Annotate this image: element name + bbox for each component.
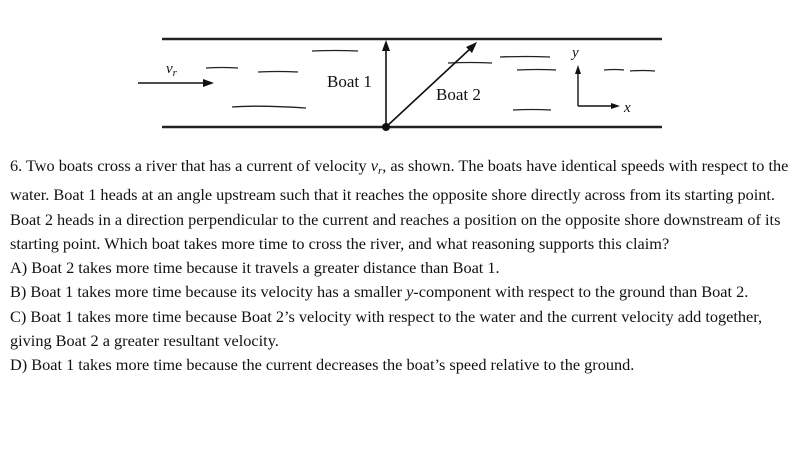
velocity-label: vr: [166, 61, 178, 79]
x-axis-arrowhead: [611, 103, 620, 109]
x-axis-label: x: [623, 100, 631, 116]
option-c[interactable]: C) Boat 1 takes more time because Boat 2…: [10, 306, 763, 351]
stem-text-start: 6. Two boats cross a river that has a cu…: [10, 156, 371, 175]
river-diagram: vr Boat 1 Boat 2 y x: [138, 37, 662, 131]
stem-text-end: , as shown. The boats have identical spe…: [10, 156, 789, 253]
boat2-label: Boat 2: [436, 85, 481, 104]
boat1-label: Boat 1: [327, 72, 372, 91]
current-arrowhead: [203, 79, 214, 87]
question-block: 6. Two boats cross a river that has a cu…: [10, 154, 800, 378]
y-axis-arrowhead: [575, 65, 581, 74]
option-d[interactable]: D) Boat 1 takes more time because the cu…: [10, 355, 635, 375]
option-b[interactable]: B) Boat 1 takes more time because its ve…: [10, 282, 749, 302]
start-point: [382, 123, 390, 131]
boat2-arrowhead: [466, 42, 477, 53]
water-streaks: [205, 49, 656, 111]
boat2-path-arrow: [385, 47, 472, 128]
boat1-arrowhead: [382, 40, 390, 51]
velocity-symbol: vr: [370, 156, 383, 177]
y-axis-label: y: [570, 45, 579, 61]
option-a[interactable]: A) Boat 2 takes more time because it tra…: [10, 258, 500, 278]
question-stem: 6. Two boats cross a river that has a cu…: [10, 154, 800, 256]
